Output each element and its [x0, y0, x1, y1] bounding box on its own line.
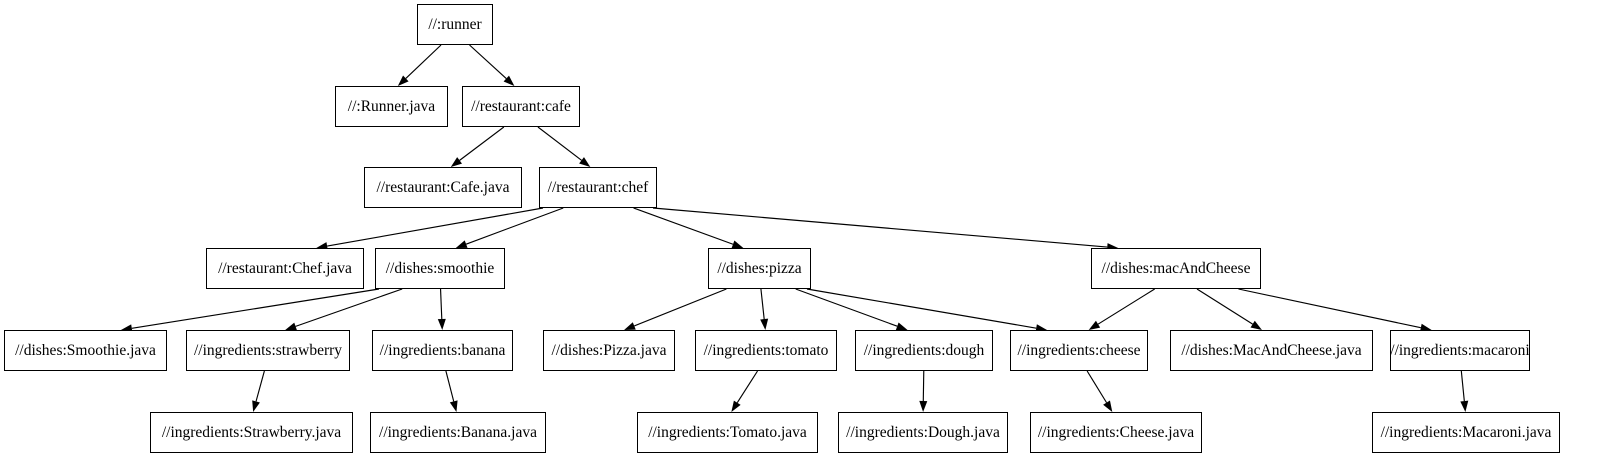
- arrowhead-icon: [1460, 400, 1469, 412]
- graph-node-label: //ingredients:strawberry: [193, 341, 343, 359]
- graph-node-restaurant_chef[interactable]: //restaurant:chef: [539, 167, 657, 208]
- graph-node-cafe_java[interactable]: //restaurant:Cafe.java: [364, 167, 522, 208]
- graph-node-label: //ingredients:Strawberry.java: [161, 423, 342, 441]
- graph-edge-restaurant_chef-to-chef_java: [316, 207, 544, 251]
- graph-node-label: //:Runner.java: [347, 97, 436, 115]
- graph-edge-ing_macaroni-to-macaroni_java: [1460, 370, 1469, 412]
- arrowhead-icon: [252, 400, 260, 412]
- graph-edge-restaurant_chef-to-dishes_macandchs: [652, 207, 1119, 252]
- arrowhead-icon: [1103, 400, 1113, 412]
- arrowhead-icon: [579, 157, 591, 167]
- graph-edge-dishes_macandchs-to-ing_cheese: [1088, 288, 1155, 330]
- graph-edge-restaurant_cafe-to-restaurant_chef: [537, 126, 591, 167]
- arrowhead-icon: [455, 240, 468, 248]
- graph-edge-ing_banana-to-banana_java: [445, 370, 458, 412]
- graph-node-tomato_java[interactable]: //ingredients:Tomato.java: [637, 412, 818, 453]
- arrowhead-icon: [1088, 320, 1101, 330]
- arrowhead-icon: [437, 318, 446, 330]
- graph-node-label: //ingredients:Banana.java: [379, 423, 537, 441]
- graph-node-ing_dough[interactable]: //ingredients:dough: [855, 330, 993, 371]
- graph-edge-restaurant_chef-to-dishes_pizza: [633, 207, 744, 248]
- graph-node-label: //:runner: [428, 15, 482, 33]
- graph-node-label: //ingredients:Cheese.java: [1037, 423, 1195, 441]
- arrowhead-icon: [895, 322, 908, 330]
- graph-node-ing_macaroni[interactable]: //ingredients:macaroni: [1390, 330, 1530, 371]
- arrowhead-icon: [449, 400, 458, 412]
- graph-edge-runner-to-restaurant_cafe: [469, 44, 515, 86]
- graph-node-label: //ingredients:tomato: [703, 341, 829, 359]
- graph-node-ing_cheese[interactable]: //ingredients:cheese: [1010, 330, 1148, 371]
- graph-node-label: //dishes:MacAndCheese.java: [1181, 341, 1362, 359]
- graph-node-ing_strawberry[interactable]: //ingredients:strawberry: [186, 330, 350, 371]
- graph-node-label: //ingredients:banana: [379, 341, 506, 359]
- graph-edge-dishes_macandchs-to-macandchs_java: [1196, 288, 1262, 330]
- graph-edge-ing_dough-to-dough_java: [919, 370, 928, 412]
- graph-edge-dishes_pizza-to-pizza_java: [624, 288, 727, 330]
- arrowhead-icon: [1420, 323, 1432, 332]
- graph-node-label: //restaurant:Chef.java: [218, 259, 352, 277]
- graph-node-pizza_java[interactable]: //dishes:Pizza.java: [543, 330, 675, 371]
- graph-edge-ing_cheese-to-cheese_java: [1086, 370, 1113, 412]
- graph-node-label: //ingredients:dough: [863, 341, 985, 359]
- graph-node-ing_banana[interactable]: //ingredients:banana: [372, 330, 513, 371]
- graph-node-label: //ingredients:Tomato.java: [648, 423, 807, 441]
- graph-edge-dishes_pizza-to-ing_cheese: [806, 288, 1048, 333]
- graph-node-label: //dishes:macAndCheese: [1101, 259, 1251, 277]
- graph-edge-ing_strawberry-to-strawberry_java: [252, 370, 265, 412]
- graph-edge-restaurant_chef-to-dishes_smoothie: [455, 207, 564, 248]
- graph-node-smoothie_java[interactable]: //dishes:Smoothie.java: [4, 330, 167, 371]
- graph-node-label: //dishes:pizza: [717, 259, 802, 277]
- graph-edge-dishes_pizza-to-ing_tomato: [760, 288, 769, 330]
- graph-node-runner[interactable]: //:runner: [417, 4, 493, 45]
- arrowhead-icon: [731, 400, 741, 412]
- arrowhead-icon: [731, 240, 744, 248]
- graph-node-label: //ingredients:cheese: [1017, 341, 1141, 359]
- graph-node-label: //ingredients:macaroni: [1390, 341, 1530, 359]
- arrowhead-icon: [285, 322, 297, 331]
- graph-edge-runner-to-runner_java: [397, 44, 442, 86]
- graph-node-dishes_pizza[interactable]: //dishes:pizza: [708, 248, 811, 289]
- graph-node-label: //dishes:Pizza.java: [551, 341, 667, 359]
- graph-node-dough_java[interactable]: //ingredients:Dough.java: [838, 412, 1008, 453]
- graph-edge-ing_tomato-to-tomato_java: [731, 370, 759, 412]
- graph-node-banana_java[interactable]: //ingredients:Banana.java: [370, 412, 546, 453]
- graph-node-dishes_macandchs[interactable]: //dishes:macAndCheese: [1091, 248, 1261, 289]
- graph-edge-restaurant_cafe-to-cafe_java: [450, 126, 505, 167]
- arrowhead-icon: [503, 75, 515, 86]
- graph-node-macandchs_java[interactable]: //dishes:MacAndCheese.java: [1170, 330, 1373, 371]
- graph-node-label: //restaurant:Cafe.java: [376, 178, 510, 196]
- arrowhead-icon: [1250, 320, 1262, 330]
- graph-edge-dishes_pizza-to-ing_dough: [795, 288, 908, 330]
- arrowhead-icon: [450, 157, 462, 167]
- graph-node-chef_java[interactable]: //restaurant:Chef.java: [206, 248, 364, 289]
- graph-node-strawberry_java[interactable]: //ingredients:Strawberry.java: [150, 412, 353, 453]
- graph-node-label: //ingredients:Dough.java: [846, 423, 1000, 441]
- graph-node-restaurant_cafe[interactable]: //restaurant:cafe: [462, 86, 580, 127]
- graph-node-label: //restaurant:cafe: [471, 97, 571, 115]
- graph-node-ing_tomato[interactable]: //ingredients:tomato: [695, 330, 837, 371]
- graph-node-label: //ingredients:Macaroni.java: [1380, 423, 1552, 441]
- graph-node-label: //dishes:smoothie: [385, 259, 495, 277]
- graph-node-cheese_java[interactable]: //ingredients:Cheese.java: [1030, 412, 1202, 453]
- graph-node-macaroni_java[interactable]: //ingredients:Macaroni.java: [1372, 412, 1560, 453]
- arrowhead-icon: [624, 322, 636, 330]
- graph-node-dishes_smoothie[interactable]: //dishes:smoothie: [375, 248, 505, 289]
- graph-edge-dishes_macandchs-to-ing_macaroni: [1238, 288, 1432, 332]
- graph-edge-dishes_smoothie-to-ing_strawberry: [285, 288, 403, 331]
- arrowhead-icon: [760, 318, 769, 330]
- graph-node-label: //dishes:Smoothie.java: [15, 341, 156, 359]
- graph-node-label: //restaurant:chef: [547, 178, 649, 196]
- graph-edge-dishes_smoothie-to-ing_banana: [437, 288, 446, 330]
- arrowhead-icon: [919, 400, 928, 412]
- arrowhead-icon: [397, 75, 409, 86]
- graph-node-runner_java[interactable]: //:Runner.java: [335, 86, 448, 127]
